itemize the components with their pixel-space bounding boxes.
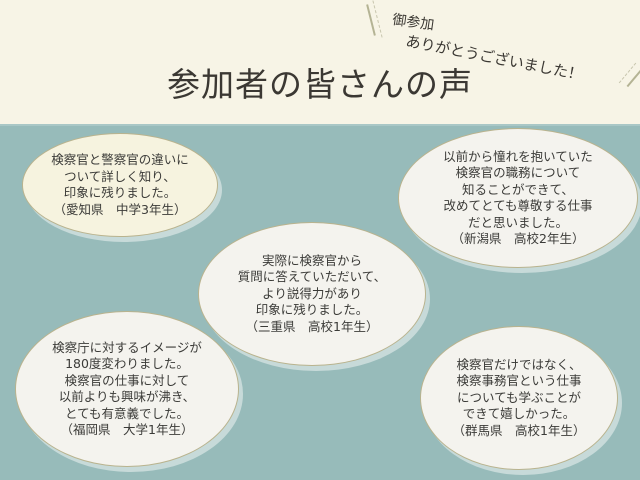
- testimonial-bubble-niigata: 以前から憧れを抱いていた 検察官の職務について 知ることができて、 改めてとても…: [398, 128, 640, 273]
- bubble-face: [420, 326, 618, 470]
- testimonial-text: 検察官だけではなく、 検察事務官という仕事 についても学ぶことが できて嬉しかっ…: [452, 356, 586, 438]
- bubble-face: [198, 222, 426, 366]
- testimonial-text: 以前から憧れを抱いていた 検察官の職務について 知ることができて、 改めてとても…: [443, 148, 593, 247]
- page-title: 参加者の皆さんの声: [167, 65, 473, 104]
- testimonial-bubble-fukuoka: 検察庁に対するイメージが 180度変わりました。 検察官の仕事に対して 以前より…: [15, 311, 243, 472]
- testimonial-bubble-gunma: 検察官だけではなく、 検察事務官という仕事 についても学ぶことが できて嬉しかっ…: [420, 326, 622, 475]
- bubble-face: [22, 133, 218, 237]
- bubble-face: [398, 128, 638, 268]
- testimonial-bubble-aichi: 検察官と警察官の違いに ついて詳しく知り、 印象に残りました。 （愛知県 中学3…: [22, 133, 222, 242]
- bubble-face: [15, 311, 239, 467]
- header-banner: 御参加 ありがとうございました！ 参加者の皆さんの声: [0, 0, 640, 126]
- testimonial-bubble-mie: 実際に検察官から 質問に答えていただいて、 より説得力があり 印象に残りました。…: [198, 222, 430, 371]
- testimonial-text: 検察庁に対するイメージが 180度変わりました。 検察官の仕事に対して 以前より…: [52, 339, 202, 438]
- testimonial-text: 実際に検察官から 質問に答えていただいて、 より説得力があり 印象に残りました。…: [237, 252, 387, 334]
- testimonial-text: 検察官と警察官の違いに ついて詳しく知り、 印象に残りました。 （愛知県 中学3…: [51, 152, 189, 217]
